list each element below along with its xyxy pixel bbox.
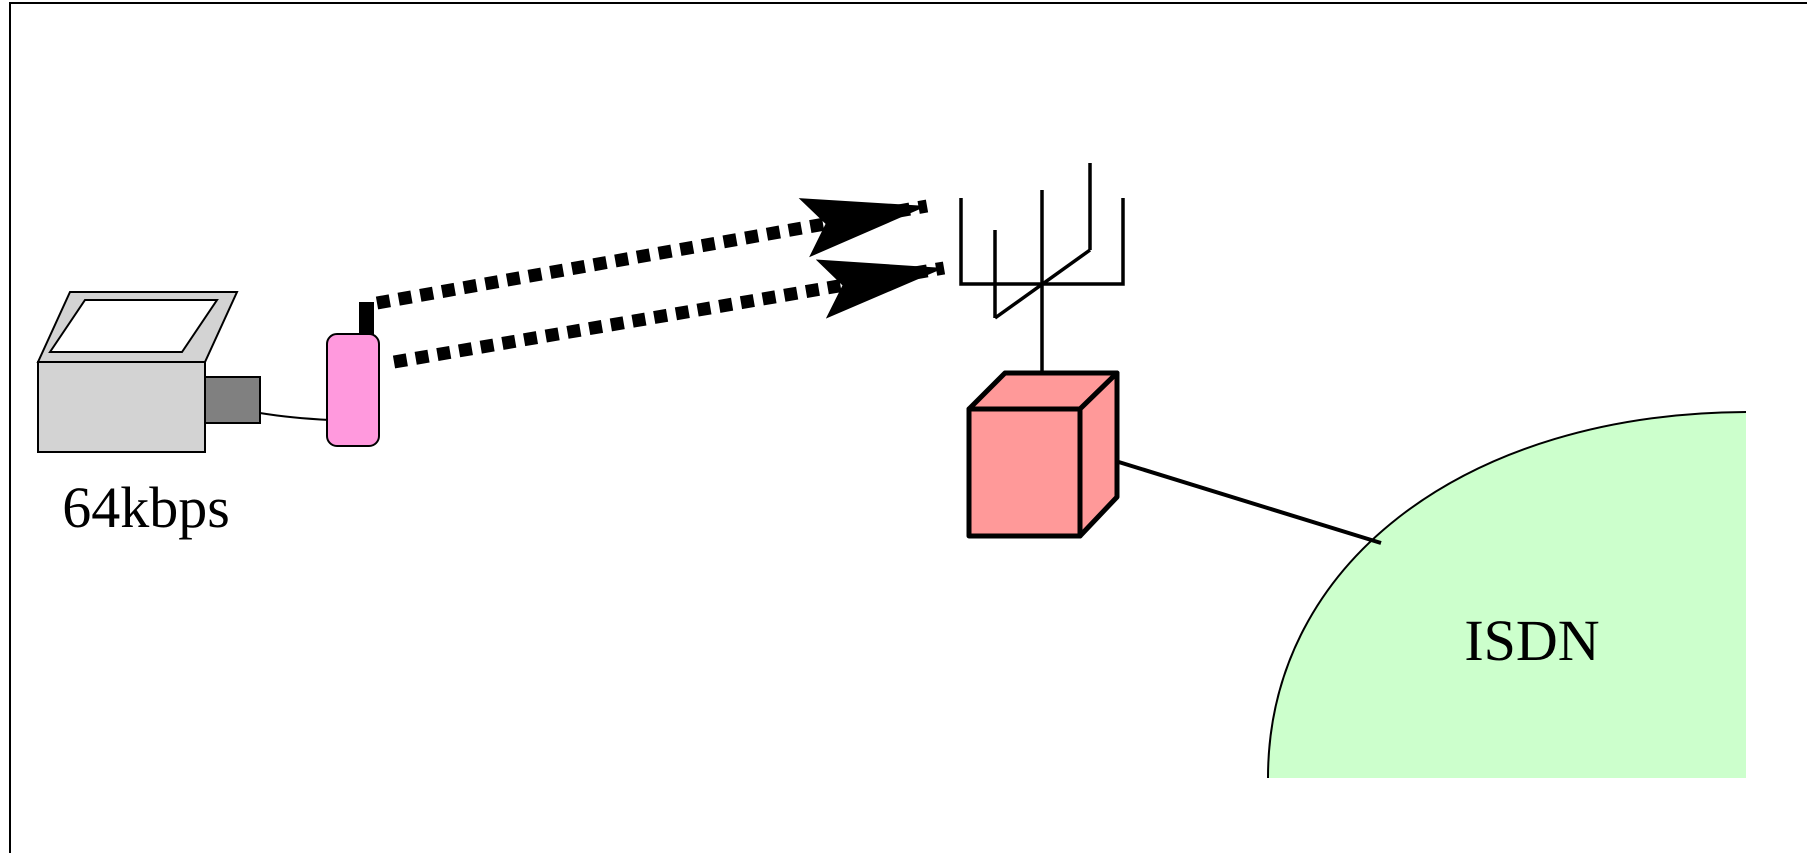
isdn-network-region [1268, 412, 1746, 778]
diagram-frame [9, 2, 1807, 853]
base-station-box-icon [966, 370, 1120, 539]
box-front-face [966, 406, 1083, 539]
network-link [1095, 453, 1382, 545]
mobile-phone-icon [326, 302, 380, 447]
laptop-phone-cable [259, 412, 331, 421]
phone-antenna [359, 302, 374, 337]
isdn-network-outline [1267, 411, 1747, 779]
downlink-arrow [392, 259, 946, 369]
antenna-tower-icon [959, 163, 1125, 395]
laptop-body [37, 361, 206, 453]
laptop-icon [36, 291, 261, 453]
laptop-port [204, 376, 261, 424]
isdn-label: ISDN [1464, 608, 1599, 673]
radio-link-arrows [375, 198, 946, 369]
uplink-arrow [375, 198, 929, 310]
rate-label: 64kbps [62, 475, 230, 540]
phone-body [326, 333, 380, 447]
laptop-screen [48, 299, 219, 353]
